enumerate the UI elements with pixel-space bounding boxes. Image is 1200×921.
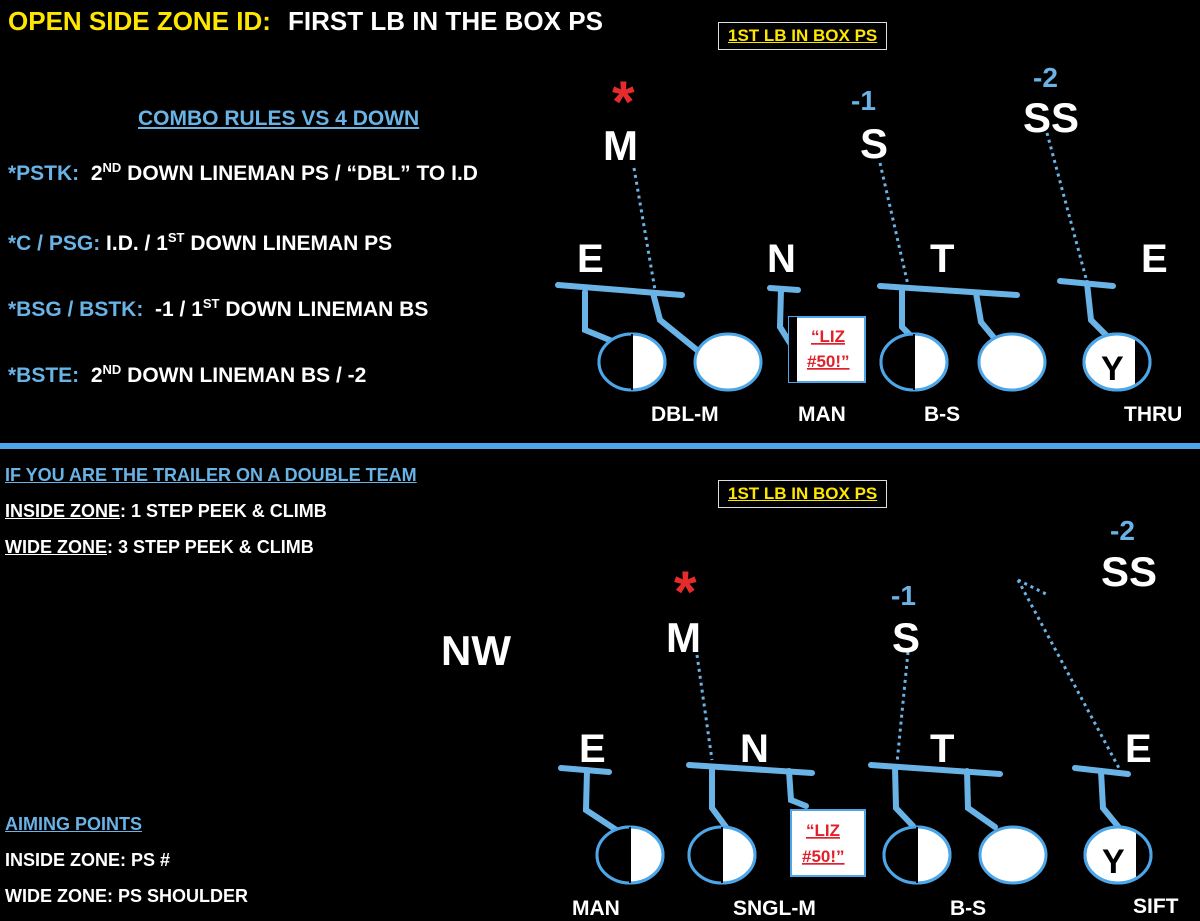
lineman bbox=[978, 825, 1048, 885]
defender-e-right: E bbox=[1125, 727, 1152, 771]
bottom-box-label: 1ST LB IN BOX PS bbox=[718, 480, 888, 508]
liz-callout bbox=[790, 809, 866, 877]
page-title-lead: OPEN SIDE ZONE ID: bbox=[8, 6, 271, 36]
defender-e-left: E bbox=[577, 237, 604, 281]
number-minus-1: -1 bbox=[891, 580, 916, 611]
rule-text: I.D. / 1 bbox=[106, 232, 168, 255]
defender-ss: SS bbox=[1101, 548, 1157, 595]
defender-m: M bbox=[666, 614, 701, 661]
rule-text: -1 / 1 bbox=[155, 298, 203, 321]
rule-sup: ND bbox=[102, 362, 122, 377]
trailer-heading: IF YOU ARE THE TRAILER ON A DOUBLE TEAM bbox=[5, 465, 417, 485]
rule-text: DOWN LINEMAN BS bbox=[219, 298, 429, 321]
assignment-sift: SIFT bbox=[1133, 895, 1179, 918]
read-line bbox=[632, 167, 657, 291]
aiming-wide: WIDE ZONE: PS SHOULDER bbox=[5, 886, 249, 906]
front-nw: NW bbox=[441, 627, 511, 674]
top-box-label: 1ST LB IN BOX PS bbox=[718, 22, 888, 50]
defender-n: N bbox=[740, 727, 769, 771]
combo-rule-bsg-bstk: *BSG / BSTK: -1 / 1ST DOWN LINEMAN BS bbox=[8, 296, 428, 322]
rule-sup: ND bbox=[102, 160, 122, 175]
defender-n: N bbox=[767, 237, 796, 281]
defender-s: S bbox=[860, 120, 888, 167]
bottom-linemen: Y “LIZ #50!” bbox=[595, 809, 1153, 885]
trailer-inside-text: : 1 STEP PEEK & CLIMB bbox=[120, 501, 327, 521]
defender-e-right: E bbox=[1141, 237, 1168, 281]
read-line bbox=[695, 654, 714, 761]
read-line bbox=[1045, 132, 1089, 283]
number-minus-2: -2 bbox=[1110, 515, 1135, 546]
top-diagram: Y “LIZ #50!” M * S -1 SS -2 E N T E DBL-… bbox=[555, 62, 1182, 426]
liz-text-line1: “LIZ bbox=[811, 327, 845, 346]
top-linemen: Y “LIZ #50!” bbox=[597, 316, 1152, 392]
number-minus-1: -1 bbox=[851, 85, 876, 116]
lineman bbox=[977, 332, 1047, 392]
defender-ss: SS bbox=[1023, 94, 1079, 141]
defender-t: T bbox=[930, 237, 954, 281]
rule-key: *C / PSG: bbox=[8, 232, 101, 255]
liz-text-line2: #50!” bbox=[807, 352, 850, 371]
rule-text: 2 bbox=[90, 162, 103, 185]
read-line bbox=[895, 651, 910, 764]
read-line bbox=[878, 162, 910, 286]
assignment-man: MAN bbox=[572, 897, 620, 920]
defender-t: T bbox=[930, 727, 954, 771]
rule-text: DOWN LINEMAN BS / -2 bbox=[121, 364, 367, 387]
liz-text-line2: #50!” bbox=[802, 847, 845, 866]
liz-callout bbox=[788, 316, 866, 383]
rule-key: *BSTE: bbox=[8, 364, 80, 387]
star-marker: * bbox=[674, 560, 697, 625]
tight-end-label: Y bbox=[1102, 843, 1125, 881]
rule-sup: ST bbox=[167, 230, 185, 245]
assignment-b-s: B-S bbox=[950, 897, 986, 920]
assignment-sngl-m: SNGL-M bbox=[733, 897, 816, 920]
lineman bbox=[693, 332, 763, 392]
read-line bbox=[1016, 579, 1122, 771]
liz-text-line1: “LIZ bbox=[806, 821, 840, 840]
combo-rule-c-psg: *C / PSG: I.D. / 1ST DOWN LINEMAN PS bbox=[8, 230, 392, 256]
combo-rule-bste: *BSTE: 2ND DOWN LINEMAN BS / -2 bbox=[8, 362, 366, 388]
section-divider bbox=[0, 443, 1200, 449]
trailer-inside-zone: INSIDE ZONE: 1 STEP PEEK & CLIMB bbox=[5, 501, 327, 522]
rule-text: DOWN LINEMAN PS bbox=[184, 232, 393, 255]
assignment-dbl-m: DBL-M bbox=[651, 403, 719, 426]
defender-e-left: E bbox=[579, 727, 606, 771]
trailer-wide-label: WIDE ZONE bbox=[5, 537, 107, 557]
defender-s: S bbox=[892, 614, 920, 661]
lineman-shade bbox=[881, 334, 914, 390]
rule-sup: ST bbox=[202, 296, 220, 311]
bottom-diagram: NW bbox=[441, 515, 1179, 920]
lineman-shade bbox=[599, 334, 632, 390]
number-minus-2: -2 bbox=[1033, 62, 1058, 93]
rule-text: DOWN LINEMAN PS / “DBL” TO I.D bbox=[121, 162, 478, 185]
aiming-heading: AIMING POINTS bbox=[5, 814, 143, 834]
defender-m: M bbox=[603, 122, 638, 169]
rule-key: *PSTK: bbox=[8, 162, 80, 185]
trailer-inside-label: INSIDE ZONE bbox=[5, 501, 121, 521]
liz-callout-edge bbox=[789, 317, 797, 382]
page-title: FIRST LB IN THE BOX PS bbox=[288, 6, 603, 36]
assignment-thru: THRU bbox=[1124, 403, 1182, 426]
tight-end-label: Y bbox=[1101, 350, 1124, 388]
block-lines bbox=[558, 762, 1131, 836]
assignment-man: MAN bbox=[798, 403, 846, 426]
combo-rule-pstk: *PSTK: 2ND DOWN LINEMAN PS / “DBL” TO I.… bbox=[8, 160, 478, 186]
combo-heading: COMBO RULES VS 4 DOWN bbox=[138, 107, 420, 130]
trailer-wide-text: : 3 STEP PEEK & CLIMB bbox=[107, 537, 314, 557]
star-marker: * bbox=[612, 70, 635, 135]
trailer-wide-zone: WIDE ZONE: 3 STEP PEEK & CLIMB bbox=[5, 537, 314, 558]
aiming-inside: INSIDE ZONE: PS # bbox=[5, 850, 171, 870]
rule-text: 2 bbox=[90, 364, 103, 387]
assignment-b-s: B-S bbox=[924, 403, 960, 426]
rule-key: *BSG / BSTK: bbox=[8, 298, 144, 321]
